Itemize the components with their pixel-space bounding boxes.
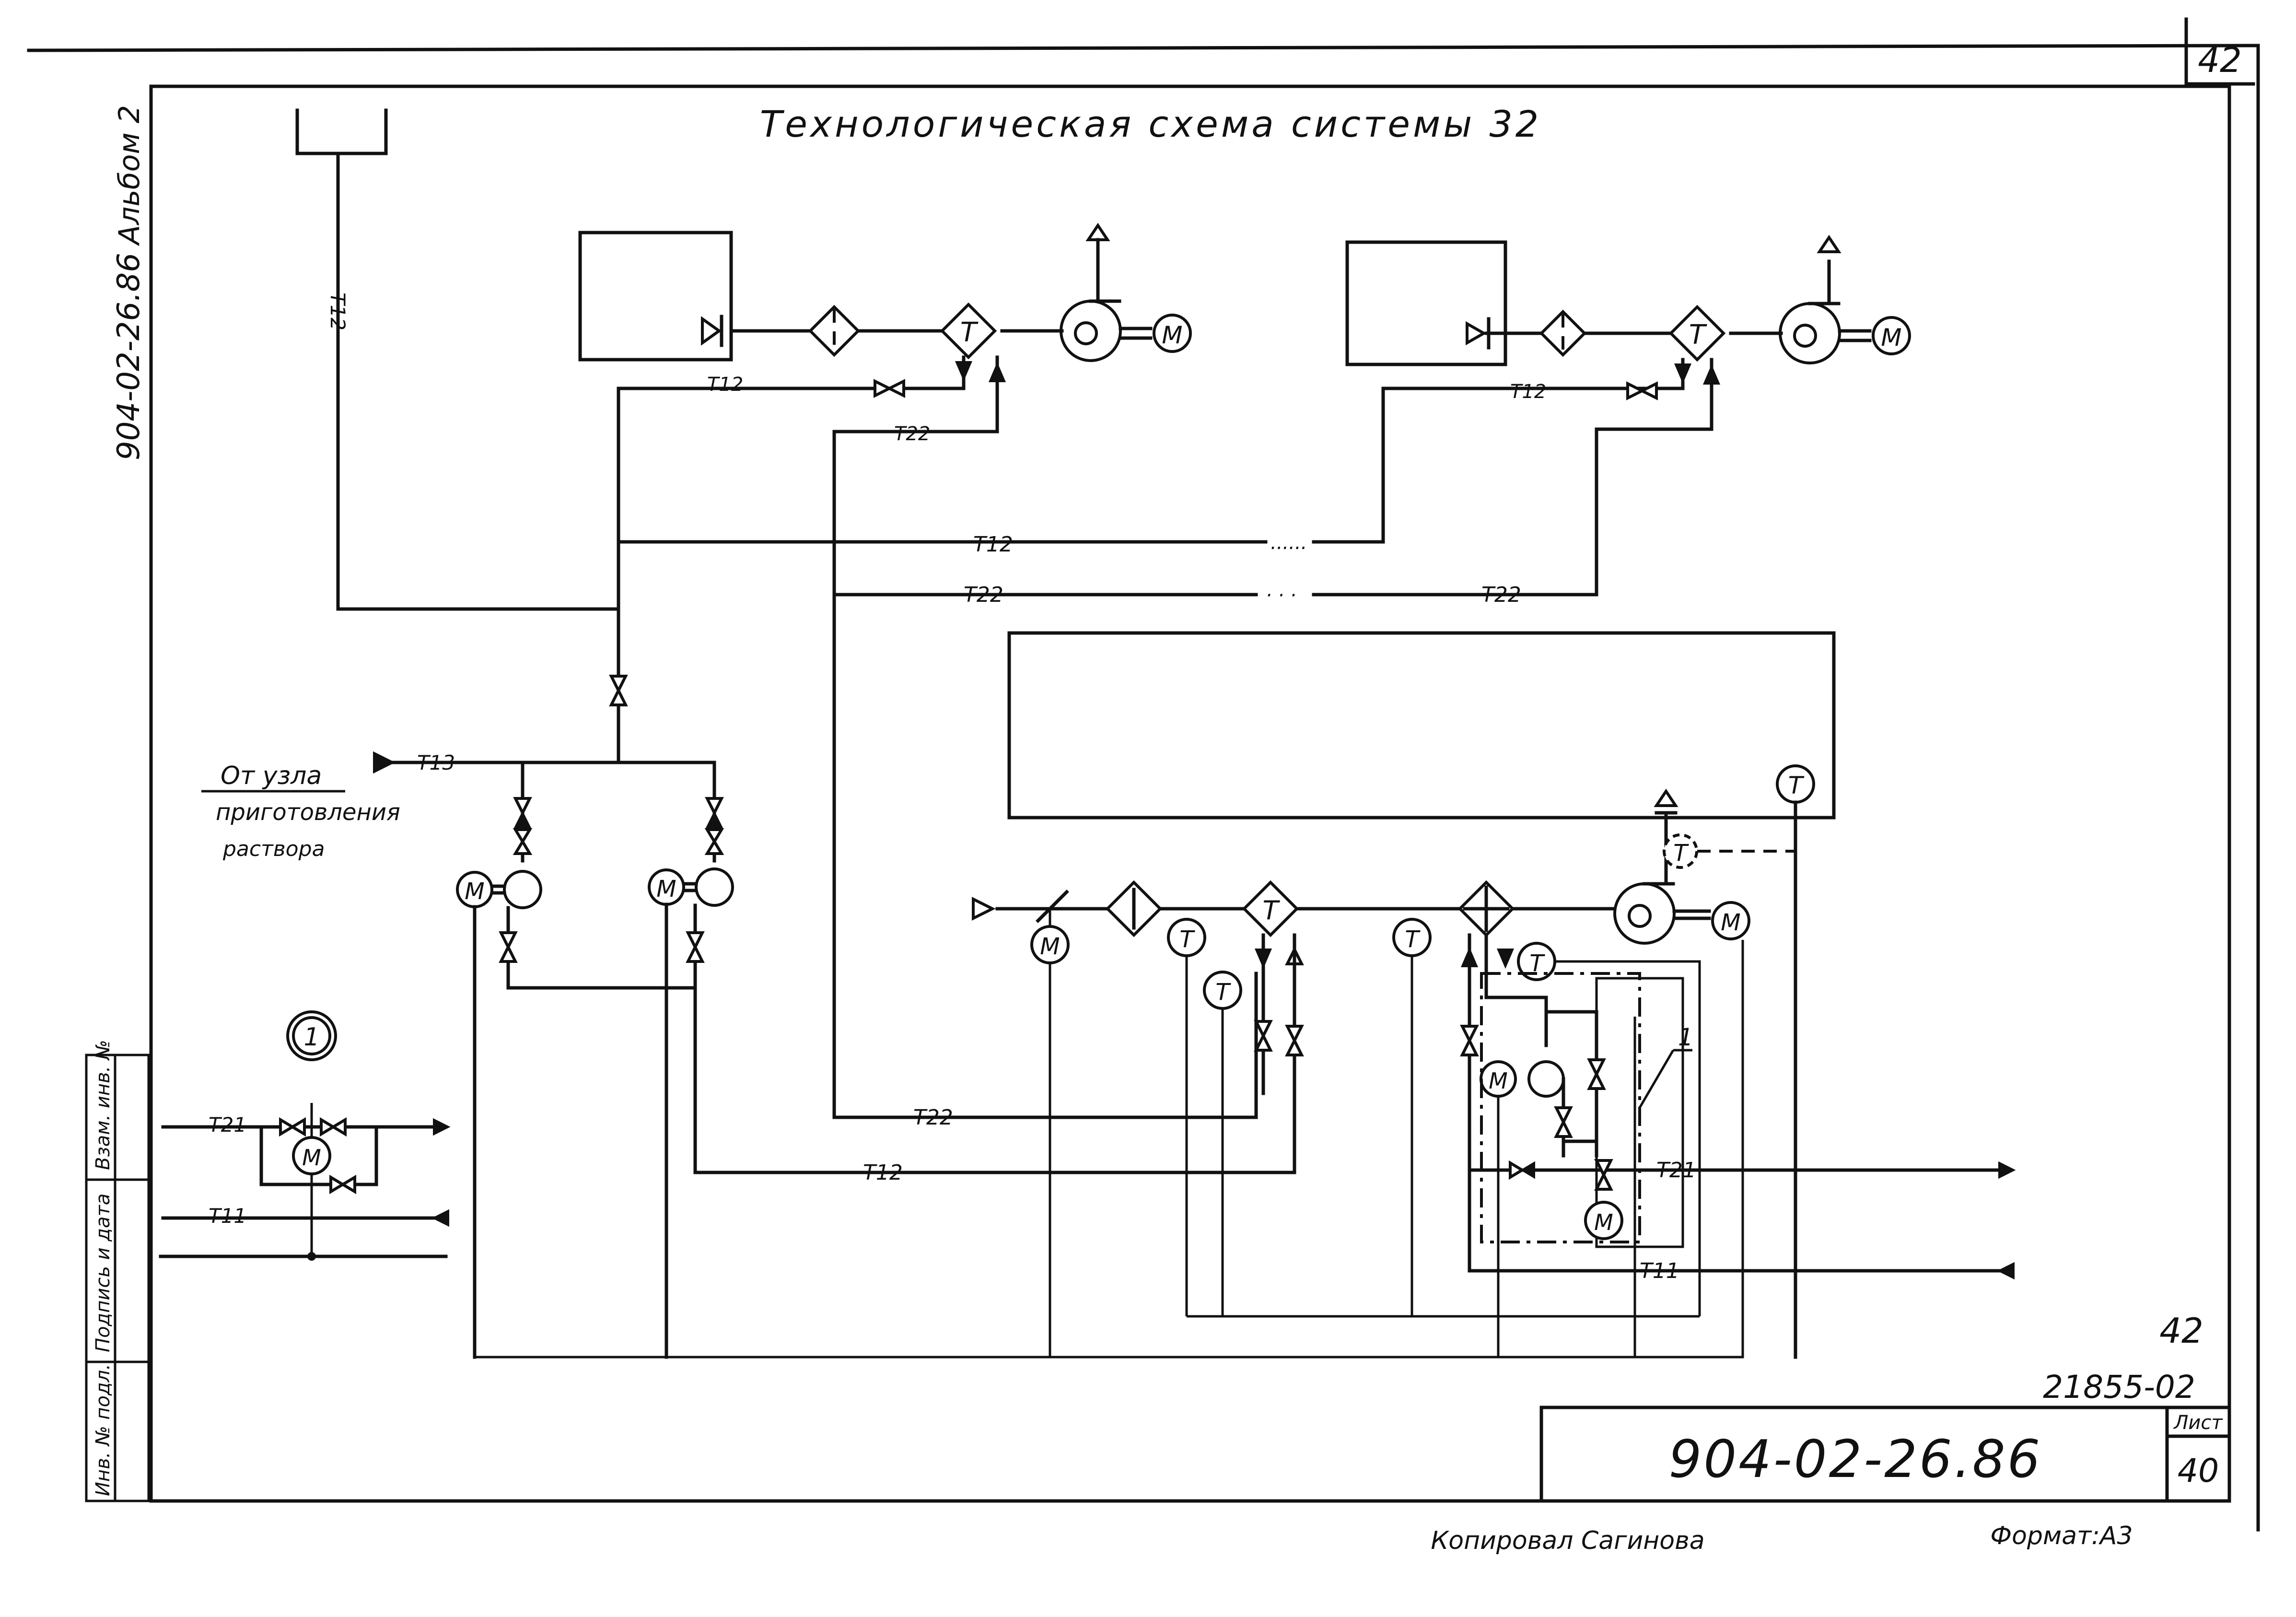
detail-1-motor-letter: М <box>302 1145 321 1171</box>
detail-label-t21: Т21 <box>209 1113 246 1137</box>
valve-motor-letter: М <box>1594 1209 1613 1235</box>
source-label: От узла приготовления раствора <box>201 762 400 861</box>
pump-b-motor-letter: М <box>656 876 676 902</box>
pipe-label-t13: Т13 <box>417 751 455 774</box>
temp-sensor-2-letter: Т <box>1215 979 1231 1006</box>
footer-format: Формат:А3 <box>1990 1522 2133 1550</box>
tank-top-left <box>295 108 620 611</box>
footer-copied: Копировал Сагинова <box>1431 1526 1704 1555</box>
pipe-label-t12-vertical: Т12 <box>326 293 350 330</box>
archive-number: 21855-02 <box>2043 1369 2195 1406</box>
title-block-sheet-value: 40 <box>2178 1452 2219 1490</box>
source-label-line1: От узла <box>221 762 322 790</box>
air-unit-1: Т М <box>578 223 1192 1119</box>
pipe-label-dots-t22: · · · <box>1266 585 1296 607</box>
pump-a-motor-letter: М <box>465 878 484 905</box>
drawing-frame <box>27 17 2260 1532</box>
callout-1-text: 1 <box>1678 1023 1693 1051</box>
sheet-number-mid: 42 <box>2159 1311 2203 1351</box>
fan-1-motor-letter: М <box>1162 321 1182 349</box>
exhaust-temp-letter: Т <box>1673 840 1689 867</box>
pipe-label-t22-right: Т22 <box>1481 583 1521 607</box>
title-block: 904-02-26.86 Лист 40 <box>1539 1406 2231 1503</box>
sheet-number-top: 42 <box>2198 40 2242 80</box>
source-label-line3: раствора <box>222 837 325 861</box>
page-title: Технологическая схема системы 32 <box>760 103 1541 145</box>
stamp-orig-inv: Инв. № подл. <box>92 1364 114 1496</box>
album-label-vertical: Альбом 2 <box>113 105 146 246</box>
main-headers <box>617 540 1598 597</box>
mix-pump-motor-letter: М <box>1489 1068 1508 1094</box>
detail-label-t11: Т11 <box>209 1204 246 1228</box>
title-block-code: 904-02-26.86 <box>1669 1430 2042 1489</box>
detail-1-marker: 1 <box>303 1023 319 1052</box>
heater-3-letter: Т <box>1263 895 1281 926</box>
pipe-label-t11-main: Т11 <box>1640 1259 1679 1283</box>
pipe-label-t12-unit1: Т12 <box>707 374 743 396</box>
pipe-label-t22-unit1: Т22 <box>894 423 930 445</box>
temp-sensor-1-letter: Т <box>1179 926 1195 953</box>
pipe-label-t12-main: Т12 <box>973 532 1013 557</box>
project-code-vertical: 904-02-26.86 <box>111 253 147 460</box>
room-temp-sensor-letter: Т <box>1788 772 1805 799</box>
lower-air-unit: Т М Т Т Т Т <box>972 631 2016 1359</box>
temp-sensor-3-letter: Т <box>1405 926 1421 953</box>
air-unit-2: Т М <box>1345 234 1911 597</box>
left-strip: 904-02-26.86 Альбом 2 <box>111 105 147 460</box>
pipe-label-t12-unit2: Т12 <box>1510 381 1546 403</box>
pipe-label-t12-bottom: Т12 <box>863 1160 903 1185</box>
fan-3-motor-letter: М <box>1721 909 1740 936</box>
stamp-replaced-inv: Взам. инв. № <box>92 1040 114 1170</box>
stamp-signature-date: Подпись и дата <box>92 1194 114 1352</box>
fan-2-motor-letter: М <box>1881 324 1901 352</box>
title-block-sheet-label: Лист <box>2173 1412 2223 1434</box>
heater-2-letter: Т <box>1689 319 1707 351</box>
pipe-label-t21-main: Т21 <box>1656 1158 1696 1183</box>
heater-1-letter: Т <box>960 317 979 348</box>
detail-1: 1 М <box>159 1010 451 1261</box>
damper-motor-letter: М <box>1040 933 1060 960</box>
source-label-line2: приготовления <box>216 799 400 826</box>
stamp-strip: Взам. инв. № Подпись и дата Инв. № подл. <box>85 1040 150 1502</box>
pipe-label-dots-t12: ...... <box>1270 532 1307 554</box>
pipe-label-t22-main: Т22 <box>964 583 1003 607</box>
